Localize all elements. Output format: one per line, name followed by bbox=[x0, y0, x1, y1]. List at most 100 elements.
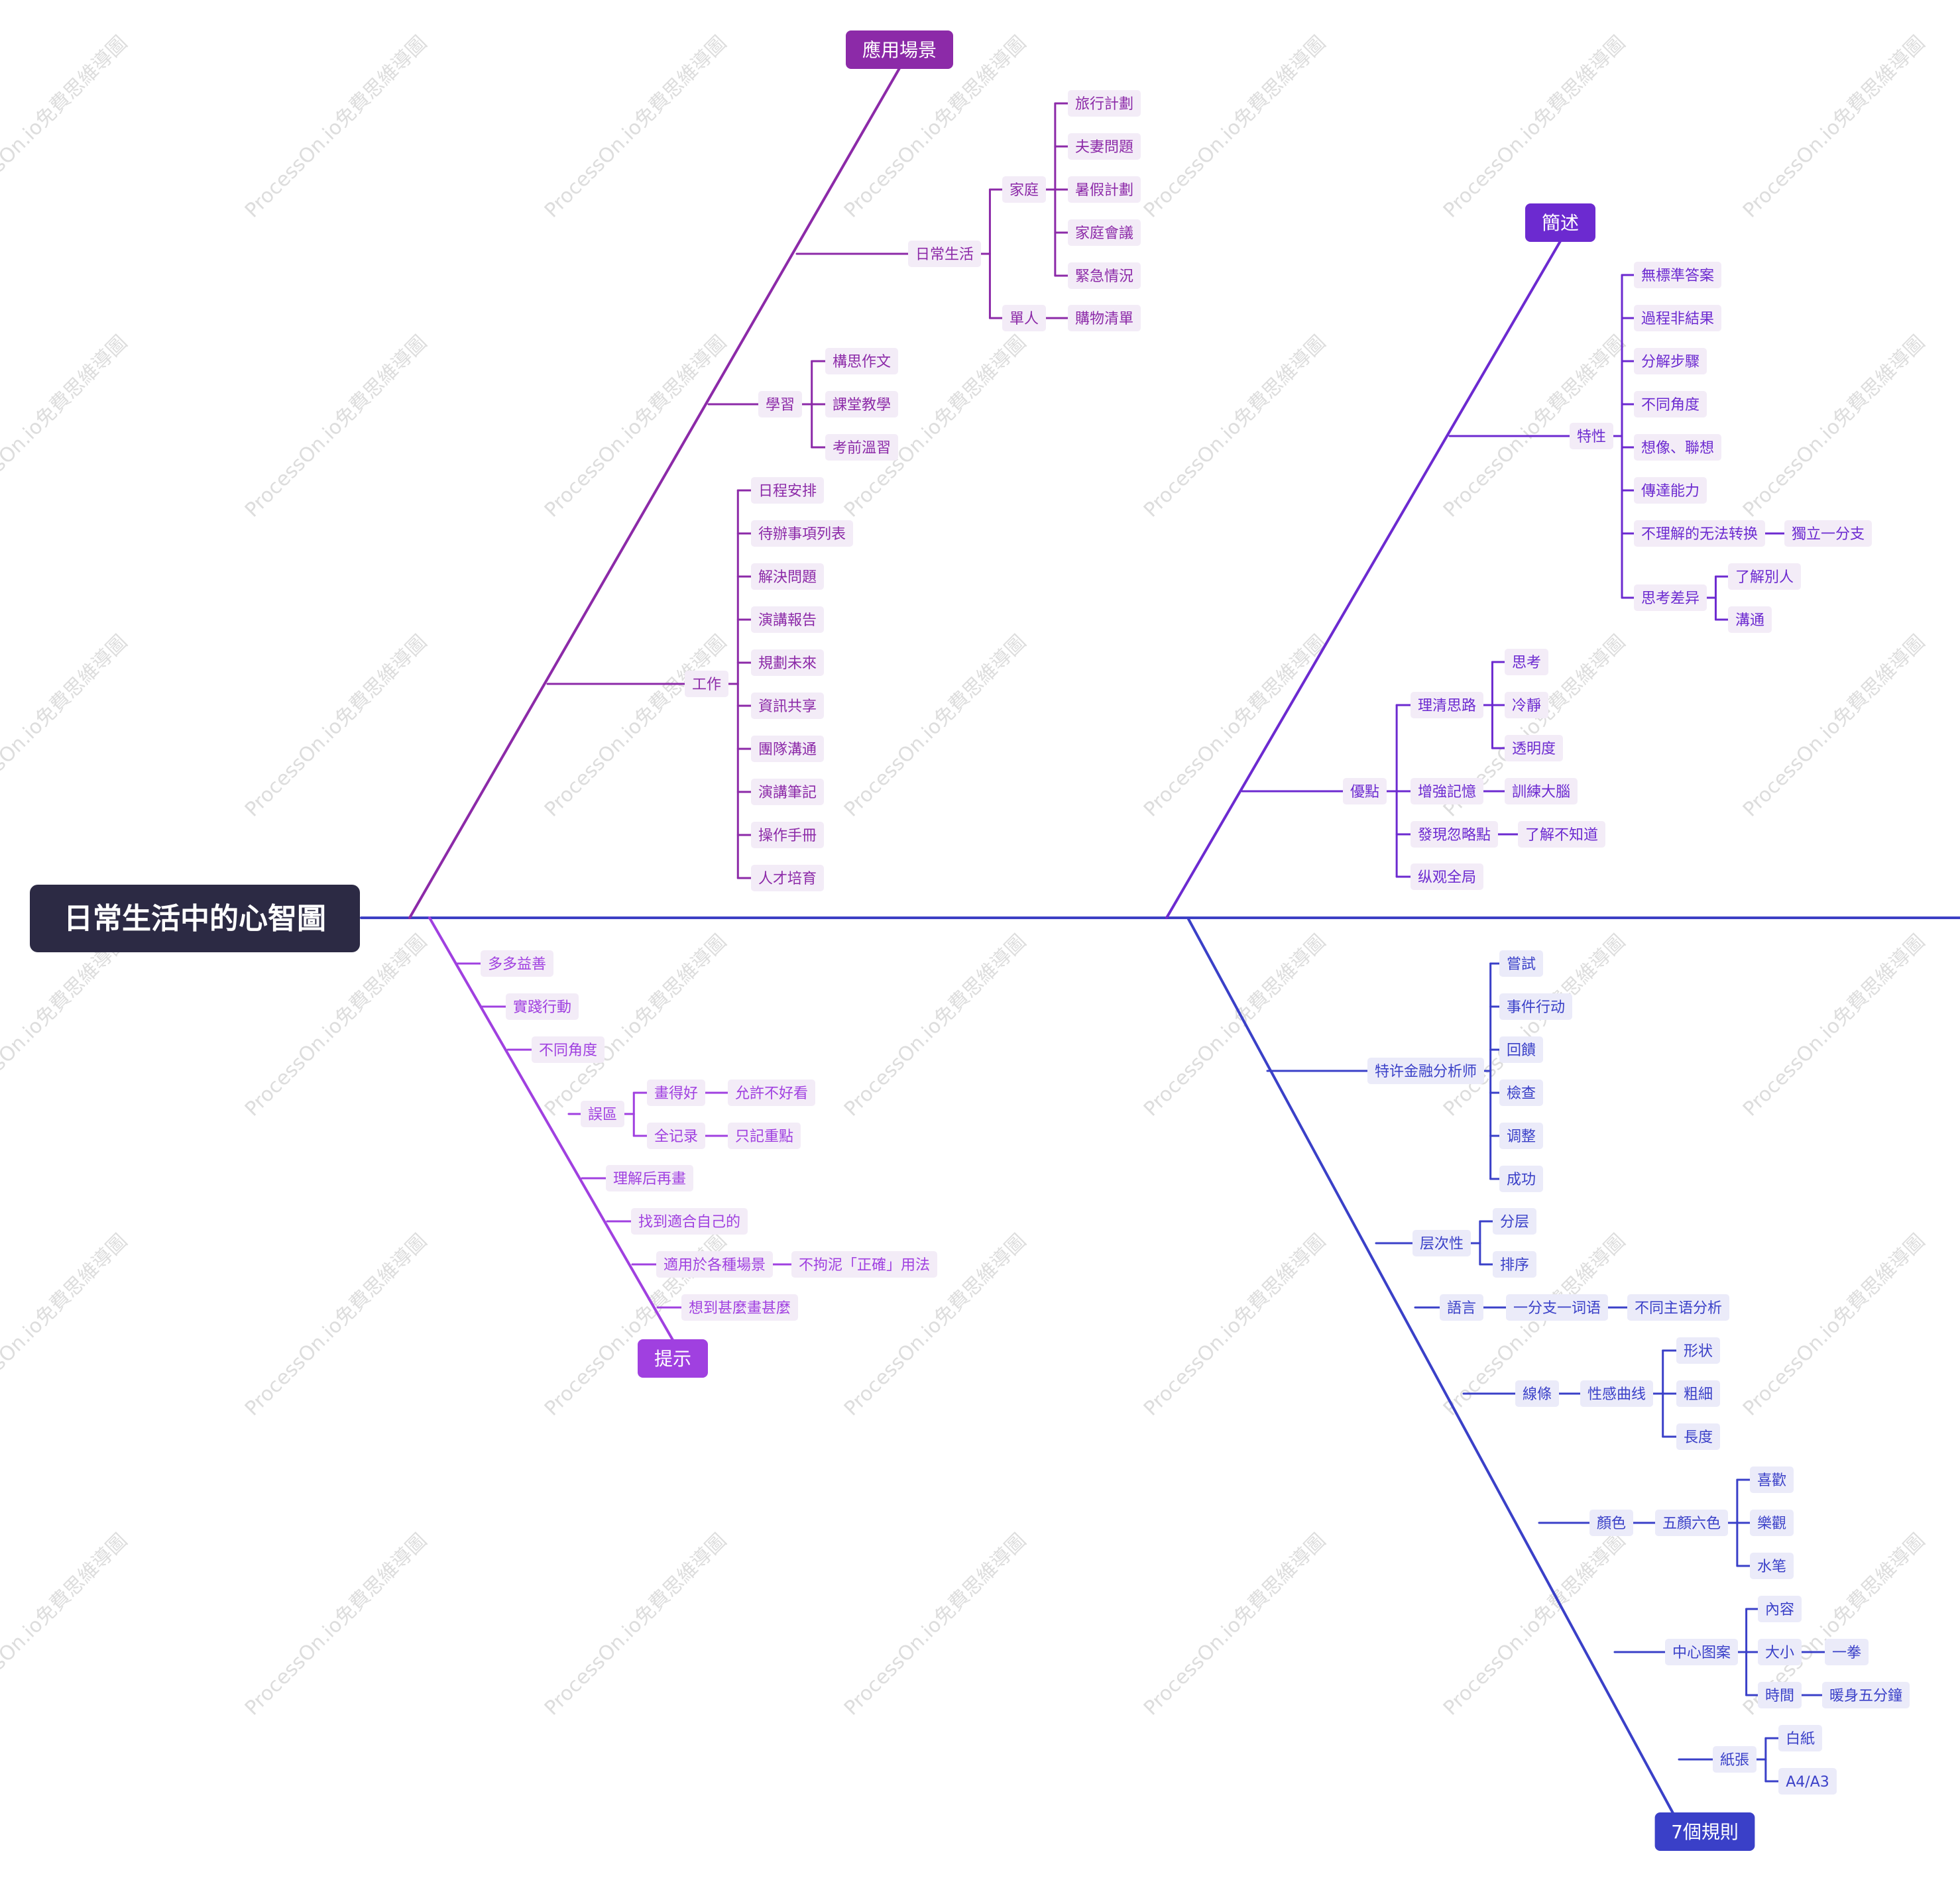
topic-item[interactable]: 日程安排 bbox=[751, 477, 824, 504]
topic-item[interactable]: 不同主语分析 bbox=[1627, 1294, 1729, 1321]
topic-item[interactable]: 冷靜 bbox=[1505, 692, 1548, 718]
topic-size[interactable]: 大小 bbox=[1758, 1639, 1802, 1665]
topic-item[interactable]: 不同角度 bbox=[1634, 391, 1707, 417]
topic-advantages[interactable]: 優點 bbox=[1343, 778, 1387, 804]
topic-item[interactable]: 夫妻問題 bbox=[1068, 133, 1141, 160]
topic-language[interactable]: 語言 bbox=[1440, 1294, 1483, 1321]
topic-item[interactable]: 長度 bbox=[1676, 1423, 1720, 1450]
topic-item[interactable]: 樂觀 bbox=[1750, 1510, 1794, 1536]
topic-sexy-curve[interactable]: 性感曲线 bbox=[1580, 1380, 1653, 1407]
category-apps[interactable]: 應用場景 bbox=[846, 30, 953, 69]
topic-item[interactable]: 傳達能力 bbox=[1634, 477, 1707, 504]
topic-item[interactable]: 課堂教學 bbox=[825, 391, 898, 417]
topic-item[interactable]: 溝通 bbox=[1728, 606, 1772, 633]
topic-item[interactable]: 了解別人 bbox=[1728, 563, 1801, 590]
topic-item[interactable]: 成功 bbox=[1499, 1166, 1543, 1192]
topic-item[interactable]: 水笔 bbox=[1750, 1553, 1794, 1579]
topic-hint[interactable]: 想到甚麼畫甚麼 bbox=[681, 1294, 798, 1321]
topic-clear-mind[interactable]: 理清思路 bbox=[1411, 692, 1483, 718]
topic-daily-life[interactable]: 日常生活 bbox=[908, 241, 981, 267]
topic-item[interactable]: 嘗試 bbox=[1499, 950, 1543, 977]
topic-item[interactable]: 人才培育 bbox=[751, 865, 824, 891]
topic-item[interactable]: 不拘泥「正確」用法 bbox=[791, 1251, 937, 1278]
topic-color[interactable]: 顏色 bbox=[1589, 1510, 1633, 1536]
topic-item[interactable]: 演講報告 bbox=[751, 606, 824, 633]
topic-item[interactable]: 購物清單 bbox=[1068, 305, 1141, 331]
topic-hint[interactable]: 找到適合自己的 bbox=[631, 1208, 748, 1235]
topic-node-label: 不同主语分析 bbox=[1635, 1300, 1722, 1317]
topic-item[interactable]: 分解步驟 bbox=[1634, 348, 1707, 374]
topic-item[interactable]: 考前溫習 bbox=[825, 434, 898, 461]
topic-find-missed[interactable]: 發現忽略點 bbox=[1411, 821, 1498, 848]
topic-draw-well[interactable]: 畫得好 bbox=[647, 1080, 705, 1106]
topic-scenes[interactable]: 適用於各種場景 bbox=[656, 1251, 773, 1278]
topic-item[interactable]: 喜歡 bbox=[1750, 1467, 1794, 1493]
topic-item[interactable]: 形状 bbox=[1676, 1337, 1720, 1364]
topic-colorful[interactable]: 五顏六色 bbox=[1655, 1510, 1728, 1536]
topic-convert[interactable]: 不理解的无法转换 bbox=[1634, 520, 1765, 547]
topic-item[interactable]: 家庭會議 bbox=[1068, 219, 1141, 246]
topic-node-bg bbox=[1499, 1166, 1543, 1192]
topic-item[interactable]: 思考 bbox=[1505, 649, 1548, 675]
topic-hierarchy[interactable]: 层次性 bbox=[1412, 1230, 1471, 1256]
topic-item[interactable]: 旅行計劃 bbox=[1068, 90, 1141, 117]
topic-item[interactable]: 無標準答案 bbox=[1634, 262, 1721, 288]
topic-item[interactable]: 回饋 bbox=[1499, 1036, 1543, 1063]
topic-item[interactable]: 暖身五分鐘 bbox=[1822, 1682, 1910, 1708]
topic-item[interactable]: 分层 bbox=[1493, 1208, 1536, 1235]
topic-item[interactable]: 待辦事項列表 bbox=[751, 520, 853, 547]
topic-item[interactable]: 想像、聯想 bbox=[1634, 434, 1721, 461]
topic-item[interactable]: 緊急情況 bbox=[1068, 262, 1141, 289]
topic-hint[interactable]: 理解后再畫 bbox=[606, 1165, 693, 1191]
topic-item[interactable]: 白紙 bbox=[1778, 1725, 1822, 1751]
topic-center-image[interactable]: 中心图案 bbox=[1665, 1639, 1738, 1665]
topic-item[interactable]: 一分支一词语 bbox=[1506, 1294, 1608, 1321]
topic-item[interactable]: 規劃未來 bbox=[751, 649, 824, 676]
topic-item[interactable]: 檢查 bbox=[1499, 1080, 1543, 1106]
topic-item[interactable]: 一拳 bbox=[1825, 1639, 1869, 1665]
topic-item[interactable]: 構思作文 bbox=[825, 348, 898, 374]
topic-item[interactable]: 了解不知道 bbox=[1518, 821, 1605, 848]
topic-time[interactable]: 時間 bbox=[1758, 1682, 1802, 1708]
topic-item[interactable]: 過程非結果 bbox=[1634, 305, 1721, 331]
category-intro[interactable]: 簡述 bbox=[1525, 203, 1595, 242]
topic-item[interactable]: A4/A3 bbox=[1778, 1768, 1837, 1795]
topic-item[interactable]: 內容 bbox=[1758, 1596, 1802, 1622]
topic-item[interactable]: 訓練大腦 bbox=[1505, 778, 1578, 804]
topic-item[interactable]: 粗細 bbox=[1676, 1380, 1720, 1407]
topic-memory[interactable]: 增強記憶 bbox=[1411, 778, 1483, 804]
topic-lines[interactable]: 線條 bbox=[1515, 1380, 1559, 1407]
topic-analyst[interactable]: 特许金融分析师 bbox=[1367, 1058, 1484, 1084]
topic-node-bg bbox=[581, 1101, 624, 1127]
topic-item[interactable]: 獨立一分支 bbox=[1784, 520, 1872, 547]
central-topic[interactable]: 日常生活中的心智圖 bbox=[30, 885, 360, 952]
topic-record-all[interactable]: 全记录 bbox=[647, 1123, 705, 1149]
topic-item[interactable]: 透明度 bbox=[1505, 735, 1563, 761]
topic-hint[interactable]: 實踐行動 bbox=[506, 993, 579, 1020]
topic-item[interactable]: 資訊共享 bbox=[751, 693, 824, 719]
topic-item[interactable]: 调整 bbox=[1499, 1123, 1543, 1149]
topic-item[interactable]: 解決問題 bbox=[751, 563, 824, 590]
topic-study[interactable]: 學習 bbox=[758, 391, 802, 417]
topic-item[interactable]: 暑假計劃 bbox=[1068, 176, 1141, 203]
topic-hint[interactable]: 多多益善 bbox=[481, 950, 553, 977]
topic-item[interactable]: 事件行动 bbox=[1499, 993, 1572, 1020]
topic-misconception[interactable]: 誤區 bbox=[581, 1101, 624, 1127]
category-hints[interactable]: 提示 bbox=[638, 1339, 708, 1378]
topic-item[interactable]: 團隊溝通 bbox=[751, 736, 824, 762]
topic-single[interactable]: 單人 bbox=[1002, 305, 1046, 331]
topic-paper[interactable]: 紙張 bbox=[1713, 1746, 1757, 1773]
topic-item[interactable]: 演講筆記 bbox=[751, 779, 824, 805]
category-rules[interactable]: 7個規則 bbox=[1654, 1812, 1755, 1851]
topic-hint[interactable]: 不同角度 bbox=[532, 1036, 605, 1063]
topic-item[interactable]: 只記重點 bbox=[728, 1123, 801, 1149]
topic-overview[interactable]: 纵观全局 bbox=[1411, 863, 1483, 890]
topic-item[interactable]: 操作手冊 bbox=[751, 822, 824, 848]
topic-work[interactable]: 工作 bbox=[685, 671, 728, 697]
topic-item[interactable]: 排序 bbox=[1493, 1251, 1536, 1278]
topic-thinking-diff[interactable]: 思考差异 bbox=[1634, 584, 1707, 611]
topic-traits[interactable]: 特性 bbox=[1570, 423, 1613, 449]
topic-family[interactable]: 家庭 bbox=[1002, 176, 1046, 203]
topic-node-bg bbox=[681, 1294, 798, 1321]
topic-item[interactable]: 允許不好看 bbox=[728, 1080, 815, 1106]
